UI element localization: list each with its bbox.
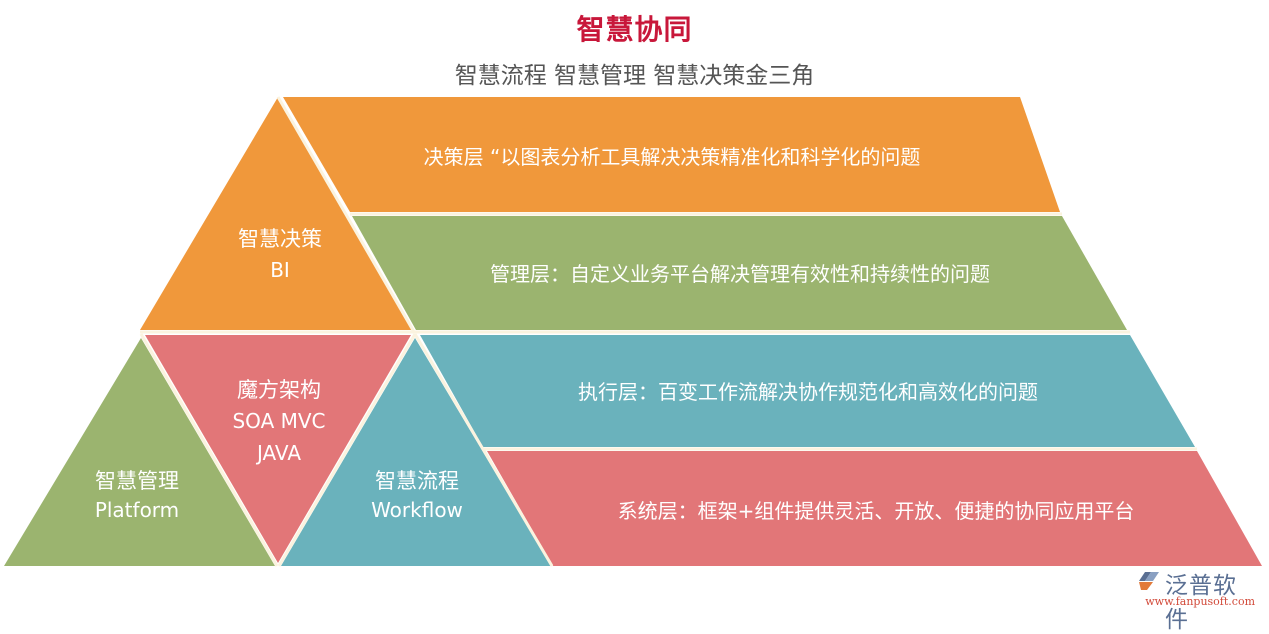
triangle-bi — [140, 97, 414, 330]
triangle-platform — [4, 338, 275, 566]
layer-system-text: 系统层：框架+组件提供灵活、开放、便捷的协同应用平台 — [618, 499, 1135, 523]
bi-label-en: BI — [270, 258, 290, 282]
platform-label-cn: 智慧管理 — [95, 469, 179, 493]
layer-band-system — [487, 451, 1262, 566]
architecture-label-tech: SOA MVC — [232, 409, 325, 433]
layer-execution-text: 执行层：百变工作流解决协作规范化和高效化的问题 — [578, 380, 1038, 404]
pyramid-diagram: 智慧决策 BI 魔方架构 SOA MVC JAVA 智慧管理 Platform … — [4, 96, 1262, 567]
architecture-label-lang: JAVA — [255, 441, 301, 465]
layer-decision-text: 决策层 “以图表分析工具解决决策精准化和科学化的问题 — [424, 145, 921, 169]
layer-band-management — [352, 216, 1127, 330]
bi-label-cn: 智慧决策 — [238, 227, 322, 251]
logo-url: www.fanpusoft.com — [1145, 595, 1255, 608]
platform-label-en: Platform — [95, 498, 179, 522]
layer-band-execution — [420, 335, 1195, 447]
fanpu-logo: 泛普软件 www.fanpusoft.com — [1125, 566, 1255, 633]
triangle-architecture — [145, 335, 411, 563]
diagram-title: 智慧协同 — [576, 13, 693, 46]
fanpu-logo-icon — [1139, 572, 1159, 590]
workflow-label-en: Workflow — [371, 498, 463, 522]
triangle-workflow — [281, 338, 551, 566]
layer-band-decision — [283, 97, 1060, 212]
layer-management-text: 管理层：自定义业务平台解决管理有效性和持续性的问题 — [490, 262, 990, 286]
workflow-label-cn: 智慧流程 — [375, 469, 459, 493]
architecture-label-cn: 魔方架构 — [237, 378, 321, 402]
diagram-subtitle: 智慧流程 智慧管理 智慧决策金三角 — [454, 63, 815, 89]
